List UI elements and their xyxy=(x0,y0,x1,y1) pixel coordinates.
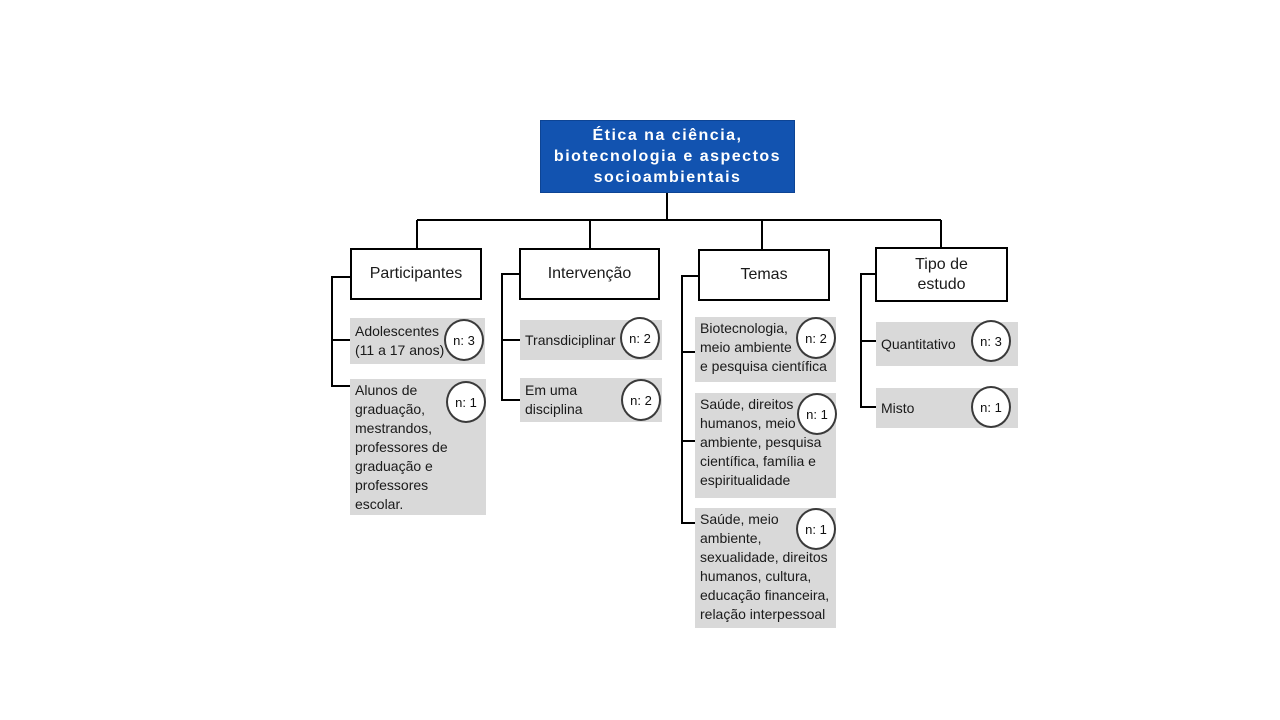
child-node-alunos-graduacao: Alunos de graduação, mestrandos, profess… xyxy=(350,379,486,515)
count-badge-label: n: 3 xyxy=(453,332,475,348)
branch-node-tipo-de-estudo: Tipo de estudo xyxy=(875,247,1008,302)
count-badge-label: n: 2 xyxy=(805,330,827,346)
count-badge: n: 3 xyxy=(444,319,484,361)
count-badge: n: 3 xyxy=(971,320,1011,362)
branch-label: Tipo de estudo xyxy=(915,255,968,293)
count-badge: n: 2 xyxy=(796,317,836,359)
count-badge: n: 1 xyxy=(797,393,837,435)
child-node-label: Saúde, meio ambiente, sexualidade, direi… xyxy=(700,511,830,622)
count-badge-label: n: 1 xyxy=(455,394,477,410)
count-badge-label: n: 1 xyxy=(980,399,1002,415)
branch-label: Intervenção xyxy=(547,265,632,282)
count-badge-label: n: 1 xyxy=(805,521,827,537)
count-badge: n: 1 xyxy=(971,386,1011,428)
child-node-label: Saúde, direitos humanos, meio ambiente, … xyxy=(700,396,822,488)
count-badge: n: 1 xyxy=(796,508,836,550)
child-node-label: Em uma disciplina xyxy=(525,382,583,417)
child-node-label: Biotecnologia, meio ambiente e pesquisa … xyxy=(700,320,827,374)
child-node-label: Misto xyxy=(881,399,915,416)
count-badge-label: n: 3 xyxy=(980,333,1002,349)
count-badge: n: 2 xyxy=(620,317,660,359)
branch-node-intervencao: Intervenção xyxy=(519,248,660,300)
count-badge-label: n: 1 xyxy=(806,406,828,422)
count-badge: n: 2 xyxy=(621,379,661,421)
count-badge-label: n: 2 xyxy=(630,392,652,408)
count-badge-label: n: 2 xyxy=(629,330,651,346)
branch-label: Temas xyxy=(740,266,788,283)
child-node-label: Alunos de graduação, mestrandos, profess… xyxy=(355,382,448,512)
child-node-label: Adolescentes (11 a 17 anos) xyxy=(355,323,445,358)
root-node: Ética na ciência, biotecnologia e aspect… xyxy=(540,120,795,193)
count-badge: n: 1 xyxy=(446,381,486,423)
child-node-label: Transdiciplinar xyxy=(525,331,616,348)
child-node-saude-meio-ambiente: Saúde, meio ambiente, sexualidade, direi… xyxy=(695,508,836,628)
root-node-label: Ética na ciência, biotecnologia e aspect… xyxy=(553,127,782,186)
branch-node-temas: Temas xyxy=(698,249,830,301)
child-node-label: Quantitativo xyxy=(881,335,956,352)
child-node-saude-direitos-humanos: Saúde, direitos humanos, meio ambiente, … xyxy=(695,393,836,498)
branch-label: Participantes xyxy=(369,265,463,282)
branch-node-participantes: Participantes xyxy=(350,248,482,300)
tree-connector-path xyxy=(331,193,942,524)
